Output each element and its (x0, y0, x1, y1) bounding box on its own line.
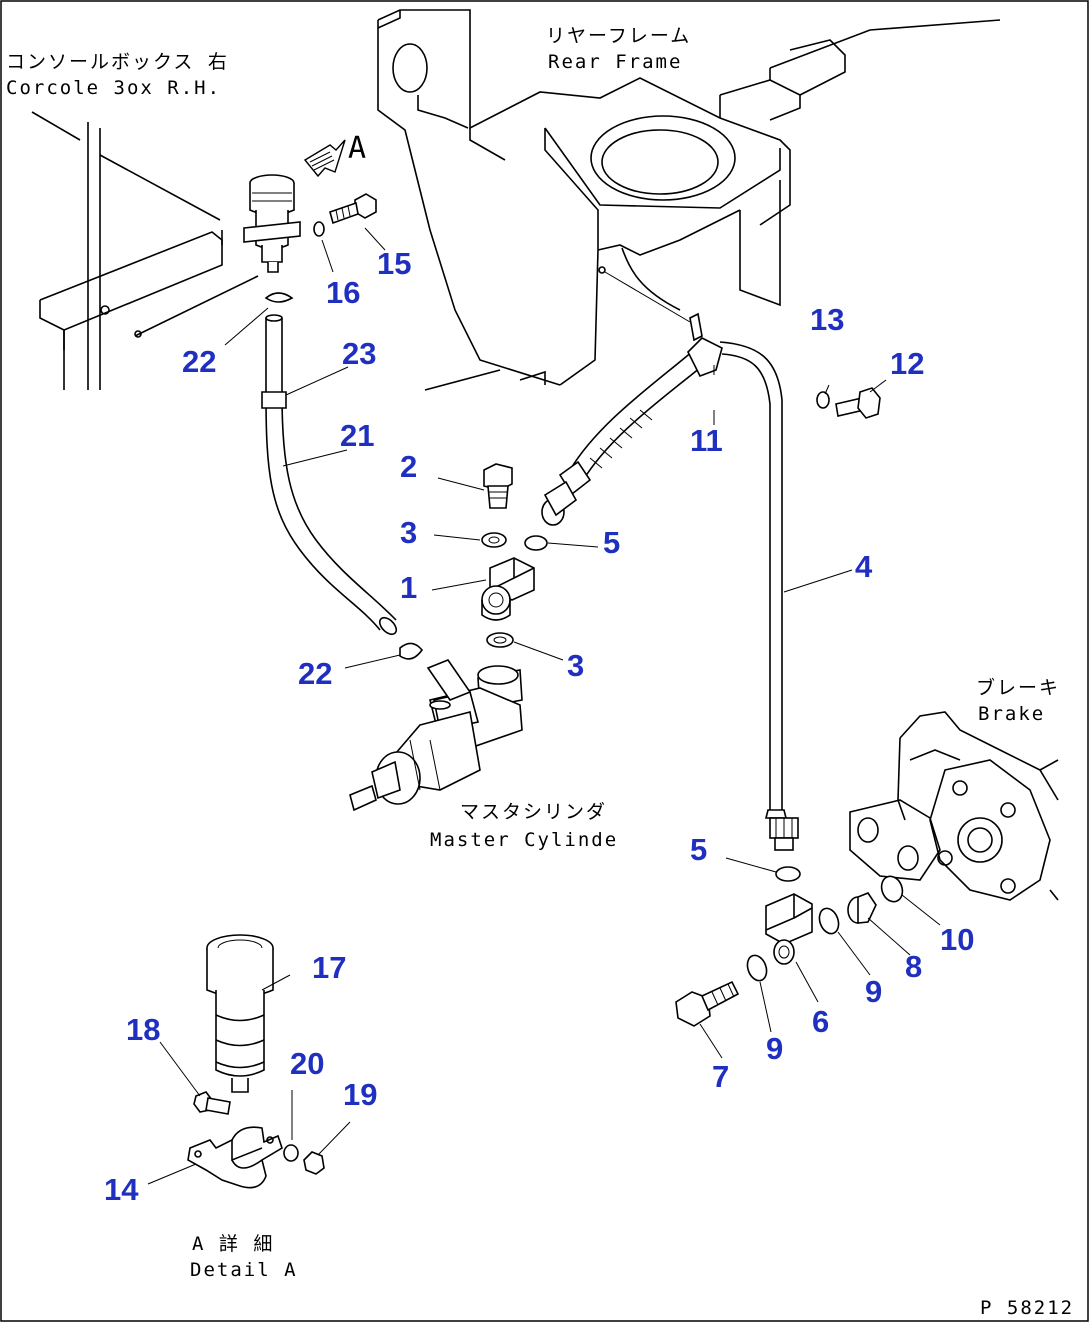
caption-detail-jp: A 詳 細 (192, 1233, 274, 1255)
callout-6: 6 (812, 1004, 829, 1039)
clamp-22-lower (399, 642, 424, 660)
hose-21 (265, 314, 398, 636)
callout-5-upper: 5 (603, 525, 620, 560)
callout-22-upper: 22 (182, 344, 216, 379)
callout-18: 18 (126, 1012, 160, 1047)
callout-5-lower: 5 (690, 832, 707, 867)
washer-9-left (746, 954, 768, 982)
view-arrow-a: A (303, 131, 366, 178)
bolt-12 (835, 387, 881, 419)
callout-23: 23 (342, 336, 376, 371)
caption-master-en: Master Cylinde (430, 829, 618, 851)
callout-3-upper: 3 (400, 515, 417, 550)
joint-6 (765, 893, 813, 965)
brake-housing (849, 711, 1059, 901)
brake-pipe-4 (719, 341, 799, 851)
nut-19 (303, 1151, 325, 1175)
view-arrow-label: A (348, 131, 366, 166)
callout-11: 11 (690, 423, 723, 458)
caption-rear-frame-en: Rear Frame (548, 51, 682, 73)
callout-9-right: 9 (865, 974, 882, 1009)
washer-13 (816, 391, 830, 409)
console-box (31, 111, 259, 390)
callout-19: 19 (343, 1077, 377, 1112)
o-ring-10 (880, 875, 904, 903)
callout-14: 14 (104, 1172, 139, 1207)
caption-detail-en: Detail A (190, 1259, 298, 1281)
callout-13: 13 (810, 302, 844, 337)
callout-9-left: 9 (766, 1031, 783, 1066)
callout-12: 12 (890, 346, 924, 381)
callout-21: 21 (340, 418, 374, 453)
caption-brake-jp: ブレーキ (976, 676, 1060, 699)
reservoir-assembly (243, 174, 301, 273)
callout-4: 4 (855, 549, 873, 584)
o-ring-5-lower (775, 866, 801, 882)
bolt-7 (675, 980, 740, 1027)
callout-10: 10 (940, 922, 974, 957)
caption-console-en: Corcole 3ox R.H. (6, 77, 221, 99)
clamp-23 (261, 391, 287, 409)
caption-master-jp: マスタシリンダ (460, 801, 607, 823)
callout-2: 2 (400, 449, 417, 484)
washer-16 (313, 221, 325, 237)
o-ring-5-upper (524, 535, 548, 551)
washer-3-upper-hole (488, 536, 500, 544)
drawing-number: P 58212 (980, 1297, 1074, 1319)
caption-rear-frame-jp: リヤーフレーム (546, 25, 691, 47)
callout-1: 1 (400, 570, 417, 605)
bracket-14 (187, 1126, 283, 1189)
rear-frame (377, 9, 1001, 391)
bolt-2 (483, 463, 513, 509)
brake-hose-11 (541, 312, 723, 526)
washer-3-lower (486, 632, 514, 648)
callout-3-lower: 3 (567, 648, 584, 683)
callout-17: 17 (312, 950, 346, 985)
callout-8: 8 (905, 949, 922, 984)
callout-20: 20 (290, 1046, 324, 1081)
bolt-15 (329, 193, 377, 225)
adapter-8 (847, 892, 877, 924)
washer-3-upper (481, 532, 507, 548)
bolt-18 (193, 1091, 231, 1115)
callout-22-lower: 22 (298, 656, 332, 691)
washer-9-right (818, 907, 840, 935)
joint-1 (481, 557, 535, 621)
callout-16: 16 (326, 275, 360, 310)
caption-brake-en: Brake (978, 703, 1045, 725)
callouts: 15 16 22 23 21 2 3 5 1 3 22 11 13 12 4 5… (104, 246, 974, 1207)
leader-lines (147, 227, 941, 1185)
master-cylinder (349, 659, 523, 812)
clamp-22-upper (264, 292, 294, 303)
washer-3-lower-hole (493, 636, 507, 644)
callout-15: 15 (377, 246, 411, 281)
callout-7: 7 (712, 1059, 729, 1094)
caption-console-jp: コンソールボックス 右 (6, 51, 229, 73)
detail-a-reservoir-17 (206, 934, 274, 1093)
washer-20 (283, 1144, 299, 1162)
